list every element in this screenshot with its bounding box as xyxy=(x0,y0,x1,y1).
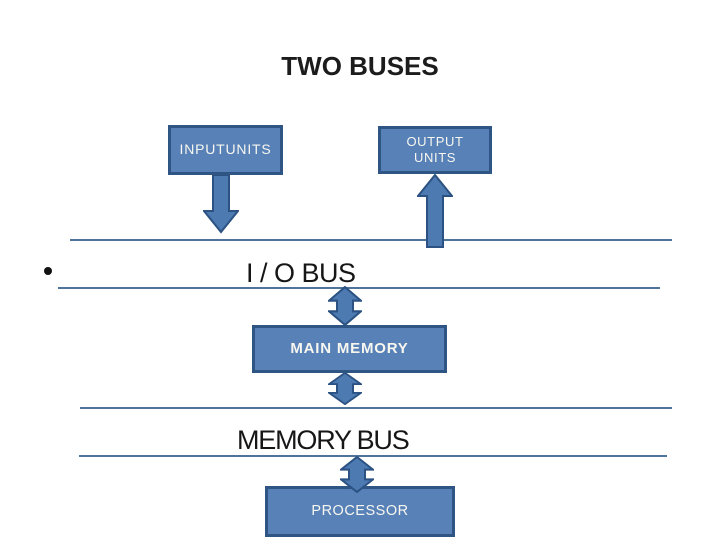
memory-bus-line-bottom xyxy=(79,455,667,457)
up-arrow-icon xyxy=(417,174,453,248)
double-arrow-icon xyxy=(328,286,362,326)
processor-box: PROCESSOR xyxy=(265,486,455,537)
double-arrow-icon xyxy=(328,372,362,405)
down-arrow-icon xyxy=(203,174,239,234)
output-units-box: OUTPUT UNITS xyxy=(378,126,492,174)
io-bus-line-bottom xyxy=(58,287,660,289)
memory-bus-line-top xyxy=(80,407,672,409)
slide-title: TWO BUSES xyxy=(281,51,439,81)
double-arrow-icon xyxy=(340,456,374,493)
io-bus-line-top xyxy=(70,239,672,241)
input-units-label: INPUTUNITS xyxy=(179,141,272,158)
io-bus-label: I / O BUS xyxy=(246,258,356,288)
list-bullet: • xyxy=(44,267,52,275)
main-memory-label: MAIN MEMORY xyxy=(290,339,409,357)
memory-bus-label: MEMORY BUS xyxy=(237,425,410,455)
output-units-label-line2: UNITS xyxy=(414,150,456,165)
output-units-label-line1: OUTPUT xyxy=(406,134,464,150)
input-units-box: INPUTUNITS xyxy=(168,125,283,175)
main-memory-box: MAIN MEMORY xyxy=(252,325,447,373)
processor-label: PROCESSOR xyxy=(311,502,409,519)
